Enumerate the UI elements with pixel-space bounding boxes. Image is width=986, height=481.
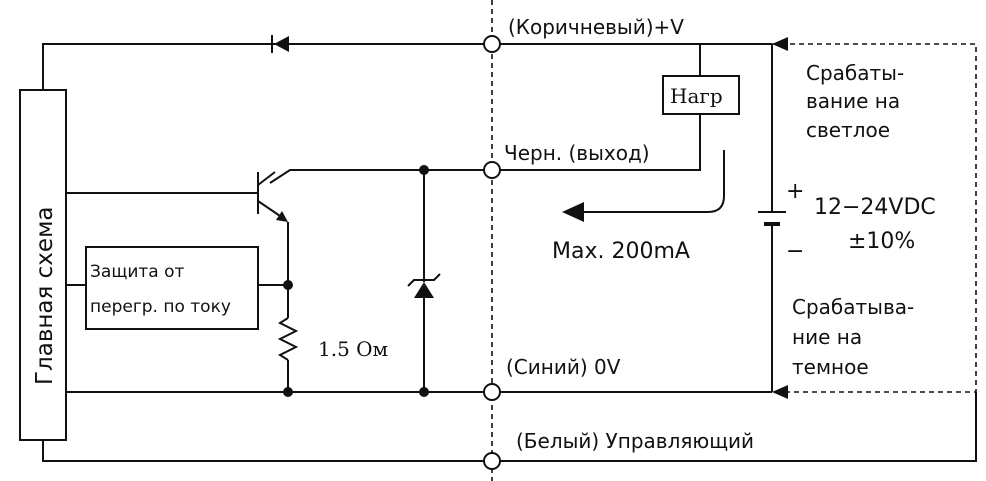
main-circuit-label: Главная схема — [32, 206, 58, 385]
supply-voltage-label: 12−24VDC — [814, 195, 936, 220]
light-on-line2: вание на — [806, 89, 900, 113]
terminal-black — [483, 161, 501, 179]
protection-label-line1: Защита от — [90, 262, 185, 282]
diode-icon — [271, 35, 289, 53]
load-label: Нагр — [670, 84, 723, 108]
zener-diode-icon — [407, 170, 441, 392]
junction-dot — [419, 387, 429, 397]
protection-label-line2: перегр. по току — [90, 297, 231, 317]
terminal-brown — [483, 35, 501, 53]
terminal-blue-label: (Синий) 0V — [506, 355, 621, 379]
junction-dot — [283, 387, 293, 397]
light-on-line3: светлое — [806, 118, 890, 142]
terminal-black-label: Черн. (выход) — [504, 141, 650, 165]
resistor-icon: 1.5 Ом — [277, 285, 388, 392]
main-circuit-block: Главная схема — [19, 89, 67, 441]
transistor-icon — [253, 171, 289, 284]
junction-dot — [283, 280, 293, 290]
max-current-label: Max. 200mA — [552, 239, 690, 264]
terminal-white — [483, 452, 501, 470]
terminal-brown-label: (Коричневый)+V — [508, 15, 684, 39]
junction-dot — [419, 165, 429, 175]
mode-selector-dashed — [772, 37, 977, 399]
current-arrow-icon: Max. 200mA — [552, 150, 725, 264]
dark-on-line1: Срабатыва- — [792, 295, 914, 319]
dark-on-line2: ние на — [792, 325, 862, 349]
overcurrent-protection-block: Защита от перегр. по току — [66, 246, 288, 330]
terminal-white-label: (Белый) Управляющий — [516, 429, 754, 453]
battery-icon: + − 12−24VDC ±10% — [758, 44, 936, 392]
light-on-line1: Срабаты- — [806, 61, 904, 85]
white-wire — [42, 392, 977, 462]
light-on-label: Срабаты- вание на светлое — [806, 61, 904, 142]
supply-plus-label: + — [786, 179, 804, 204]
dark-on-label: Срабатыва- ние на темное — [792, 295, 914, 379]
supply-tolerance-label: ±10% — [848, 229, 915, 254]
terminal-blue — [483, 383, 501, 401]
supply-minus-label: − — [786, 239, 804, 264]
resistor-label: 1.5 Ом — [318, 337, 388, 361]
brown-wire — [42, 43, 772, 90]
dark-on-line3: темное — [792, 355, 869, 379]
load-block: Нагр — [662, 44, 740, 115]
